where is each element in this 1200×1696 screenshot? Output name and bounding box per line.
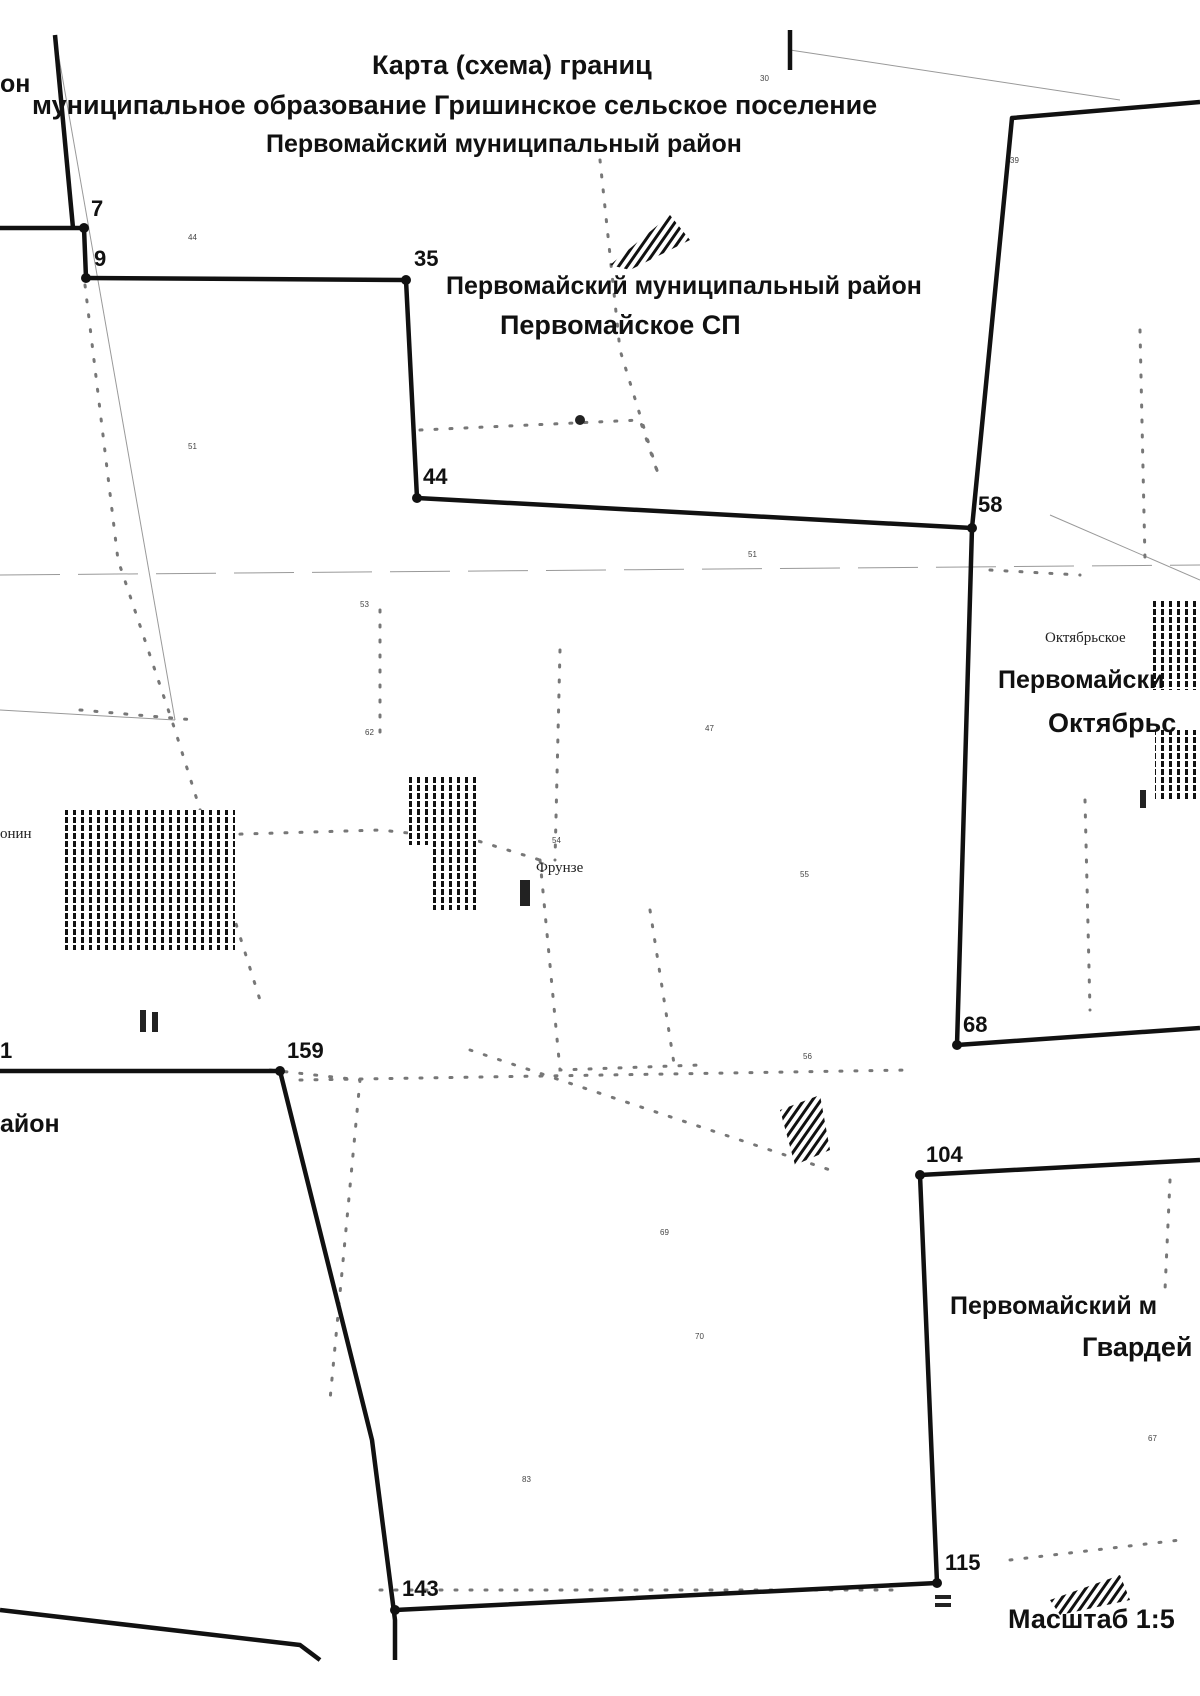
vertex-point-58 (967, 523, 977, 533)
vertex-point-44 (412, 493, 422, 503)
vertex-points (79, 223, 977, 1615)
parcel-number: 54 (552, 836, 561, 845)
settlements (65, 215, 1200, 1615)
settlement-south (780, 1095, 830, 1165)
boundary-bottom-left (0, 1607, 322, 1662)
settlement-oktyabrskoe (1150, 600, 1200, 800)
parcel-number: 67 (1148, 1434, 1157, 1443)
parcel-number: 53 (360, 600, 369, 609)
vertex-label-104: 104 (926, 1142, 963, 1167)
parcel-number: 83 (522, 1475, 531, 1484)
parcel-number: 44 (188, 233, 197, 242)
settlement-grishino (65, 810, 235, 950)
vertex-label-9: 9 (94, 246, 107, 271)
boundary-gvardeyskoe (394, 1157, 1200, 1613)
region-gvardeyskoe-settlement: Гвардей (1082, 1332, 1193, 1362)
edge-label-top-left: он (0, 70, 31, 98)
settlement-frunze (408, 775, 480, 910)
vertex-point-7 (79, 223, 89, 233)
vertex-label-115: 115 (945, 1550, 981, 1575)
vertex-label-44: 44 (423, 464, 448, 489)
vertex-label-1: 1 (0, 1038, 13, 1063)
parcel-number: 56 (803, 1052, 812, 1061)
village-left: онин (0, 826, 32, 842)
village-oktyabrskoe: Октябрьское (1045, 630, 1126, 646)
vertex-point-68 (952, 1040, 962, 1050)
vertex-point-35 (401, 275, 411, 285)
vertex-label-159: 159 (287, 1038, 324, 1063)
parcel-number: 51 (748, 550, 757, 559)
region-oktyabrskoe-district: Первомайски (998, 666, 1165, 694)
boundary-w-7-9 (0, 225, 89, 279)
map-symbols (140, 415, 1146, 1607)
map-title-line2: муниципальное образование Гришинское сел… (32, 90, 878, 120)
parcel-number: 47 (705, 724, 714, 733)
boundary-pervomayskoe (85, 99, 1200, 531)
vertex-point-115 (932, 1578, 942, 1588)
parcel-number: 51 (188, 442, 197, 451)
village-frunze: Фрунзе (536, 860, 584, 876)
parcel-number: 69 (660, 1228, 669, 1237)
settlement-southeast (1050, 1575, 1130, 1615)
roads (78, 158, 1182, 1592)
boundary-w-upper (52, 34, 76, 229)
vertex-point-159 (275, 1066, 285, 1076)
region-pervomayskoe-settlement: Первомайское СП (500, 310, 741, 340)
parcel-number: 39 (1010, 156, 1019, 165)
parcel-number: 55 (800, 870, 809, 879)
vertex-label-68: 68 (963, 1012, 988, 1037)
region-gvardeyskoe-district: Первомайский м (950, 1292, 1158, 1320)
parcel-number: 70 (695, 1332, 704, 1341)
vertex-point-143 (390, 1605, 400, 1615)
vertex-label-58: 58 (978, 492, 1003, 517)
vertex-point-104 (915, 1170, 925, 1180)
boundary-sw (0, 1068, 398, 1660)
parcel-number: 62 (365, 728, 374, 737)
scale-label: Масштаб 1:5 (1008, 1604, 1175, 1634)
parcel-lines (0, 34, 1200, 721)
region-pervomayskoe-district: Первомайский муниципальный район (446, 272, 922, 300)
vertex-point-9 (81, 273, 91, 283)
settlement-north (610, 215, 690, 270)
parcel-number: 30 (760, 74, 769, 83)
map-title-line3: Первомайский муниципальный район (266, 130, 742, 158)
vertex-label-143: 143 (402, 1576, 439, 1601)
edge-label-left-mid: айон (0, 1110, 60, 1138)
region-oktyabrskoe-settlement: Октябрьс (1048, 708, 1177, 738)
map-title-line1: Карта (схема) границ (372, 50, 652, 80)
vertex-label-7: 7 (91, 196, 104, 221)
vertex-label-35: 35 (414, 246, 439, 271)
